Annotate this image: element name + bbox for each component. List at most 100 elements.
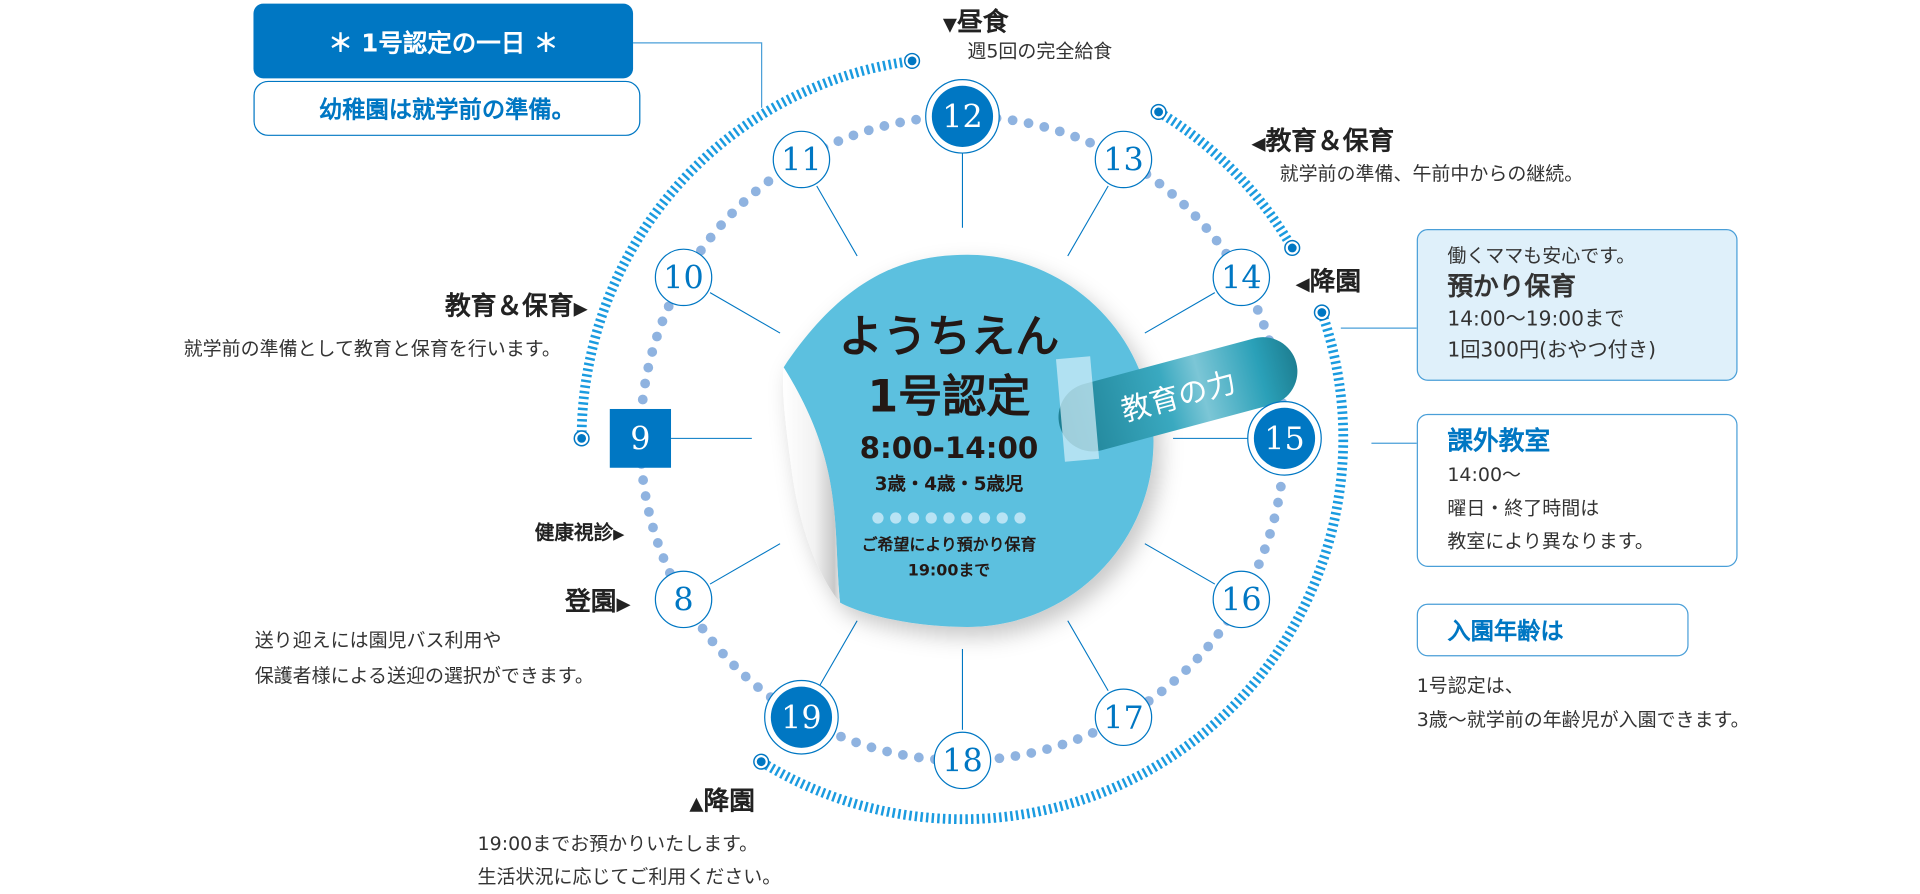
- center-dot: [978, 512, 991, 524]
- hour-label: 13: [1103, 140, 1144, 178]
- spoke-line: [1067, 620, 1109, 692]
- morning-desc: 就学前の準備として教育と保育を行います。: [183, 337, 561, 361]
- title-banner: ＊ 1号認定の一日 ＊: [253, 3, 634, 79]
- spoke-line: [709, 543, 781, 585]
- hour-label: 15: [1264, 419, 1305, 457]
- care-line-1: 働くママも安心です。: [1447, 244, 1636, 267]
- ribbon-label: 教育の力: [1058, 337, 1298, 452]
- care-title: 預かり保育: [1447, 271, 1576, 302]
- leave19-title: 降園: [703, 786, 755, 816]
- hour-marker-17: 17: [1094, 688, 1153, 747]
- spoke-line: [709, 292, 781, 334]
- hour-marker-10: 10: [654, 248, 713, 307]
- extended-care-box: 働くママも安心です。 預かり保育 14:00～19:00まで 1回300円(おや…: [1416, 228, 1738, 381]
- leave14-title: 降園: [1309, 266, 1362, 297]
- center-dot: [890, 512, 902, 524]
- arrive-desc-2: 保護者様による送迎の選択ができます。: [254, 664, 594, 687]
- hour-label: 10: [663, 258, 704, 296]
- arc-end-dot-core: [1287, 243, 1297, 253]
- down-triangle-icon: ▼: [942, 13, 957, 36]
- hour-square: [609, 408, 672, 468]
- hour-marker-16: 16: [1212, 570, 1271, 629]
- hour-circle: [1212, 570, 1271, 629]
- hour-label: 16: [1221, 580, 1262, 618]
- center-note-2: 19:00まで: [908, 561, 991, 580]
- leave19-desc-2: 生活状況に応じてご利用ください。: [477, 865, 782, 888]
- outer-dashed-arcs: [573, 52, 1349, 825]
- extra-title: 課外教室: [1447, 426, 1551, 456]
- center-dot-row: [872, 512, 1026, 524]
- hour-circle: [1094, 688, 1153, 747]
- hour-marker-19: 19: [764, 679, 839, 755]
- up-triangle-icon: ▲: [689, 792, 704, 815]
- extra-line-1: 14:00～: [1447, 464, 1522, 487]
- title-connector-line: [633, 42, 763, 108]
- admission-age-box: 入園年齢は: [1416, 603, 1689, 657]
- hour-circle: [1094, 130, 1153, 189]
- left-triangle-icon: ◀: [1295, 273, 1310, 296]
- hour-circle: [654, 570, 713, 629]
- hour-circle-filled: [931, 85, 994, 147]
- spoke-line: [1144, 543, 1216, 585]
- extracurricular-box: 課外教室 14:00～ 曜日・終了時間は 教室により異なります。: [1416, 413, 1738, 567]
- age-line-2: 3歳～就学前の年齢児が入園できます。: [1416, 708, 1750, 732]
- right-triangle-icon: ▶: [573, 297, 588, 320]
- hour-circle: [772, 130, 831, 189]
- arc-end-dot-core: [907, 56, 917, 66]
- outer-dashed-arc: [758, 310, 1349, 825]
- hour-label: 8: [673, 580, 693, 618]
- hour-circle: [1212, 248, 1271, 307]
- arrive-title: 登園: [565, 586, 617, 616]
- center-dot: [961, 512, 973, 524]
- health-heading: 健康視診▶: [535, 516, 625, 545]
- center-dot: [943, 512, 955, 524]
- extra-line-2: 曜日・終了時間は: [1447, 497, 1600, 520]
- left-triangle-icon: ◀: [1251, 132, 1266, 155]
- hour-marker-15: 15: [1247, 401, 1322, 476]
- center-dot: [996, 512, 1008, 524]
- hour-marker-9: 9: [609, 408, 672, 468]
- hour-circle: [654, 248, 713, 307]
- right-triangle-icon: ▶: [616, 592, 631, 615]
- center-ages: 3歳・4歳・5歳児: [875, 474, 1023, 495]
- arc-end-dot-core: [1317, 308, 1327, 317]
- center-sticker: [783, 254, 1154, 627]
- center-note-1: ご希望により預かり保育: [862, 535, 1037, 554]
- hour-circle: [933, 731, 992, 790]
- hour-marker-14: 14: [1212, 248, 1271, 307]
- age-line-1: 1号認定は、: [1416, 674, 1524, 697]
- center-hours: 8:00-14:00: [860, 431, 1039, 465]
- center-dot: [1014, 512, 1026, 524]
- hour-label: 19: [781, 698, 822, 736]
- morning-title: 教育＆保育: [445, 291, 574, 321]
- hour-label: 11: [781, 140, 822, 178]
- center-dot: [907, 512, 920, 524]
- hour-marker-12: 12: [925, 78, 1000, 154]
- hour-label: 18: [942, 741, 983, 779]
- leave19-desc-1: 19:00までお預かりいたします。: [477, 832, 759, 855]
- leave14-heading: ◀降園: [1296, 262, 1362, 299]
- center-title-2: 1号認定: [868, 371, 1031, 422]
- hour-marker-13: 13: [1094, 130, 1153, 189]
- hour-label: 9: [630, 419, 650, 457]
- center-dot: [872, 512, 884, 524]
- spoke-line: [1067, 185, 1109, 257]
- spoke-line: [816, 185, 858, 257]
- center-dot: [925, 512, 937, 524]
- hour-marker-8: 8: [654, 570, 713, 629]
- care-line-3: 1回300円(おやつ付き): [1447, 337, 1656, 362]
- hour-marker-18: 18: [933, 731, 992, 790]
- afternoon-title: 教育＆保育: [1265, 126, 1395, 156]
- lunch-desc: 週5回の完全給食: [967, 40, 1113, 63]
- hour-label: 17: [1103, 698, 1144, 736]
- arc-end-dot-core: [1154, 107, 1163, 117]
- extra-line-3: 教室により異なります。: [1447, 530, 1654, 553]
- hour-label: 12: [942, 97, 983, 135]
- afternoon-desc: 就学前の準備、午前中からの継続。: [1279, 162, 1584, 185]
- health-title: 健康視診: [534, 520, 614, 544]
- tape: [1055, 356, 1100, 462]
- spoke-line: [816, 620, 858, 692]
- afternoon-heading: ◀教育＆保育: [1251, 121, 1394, 158]
